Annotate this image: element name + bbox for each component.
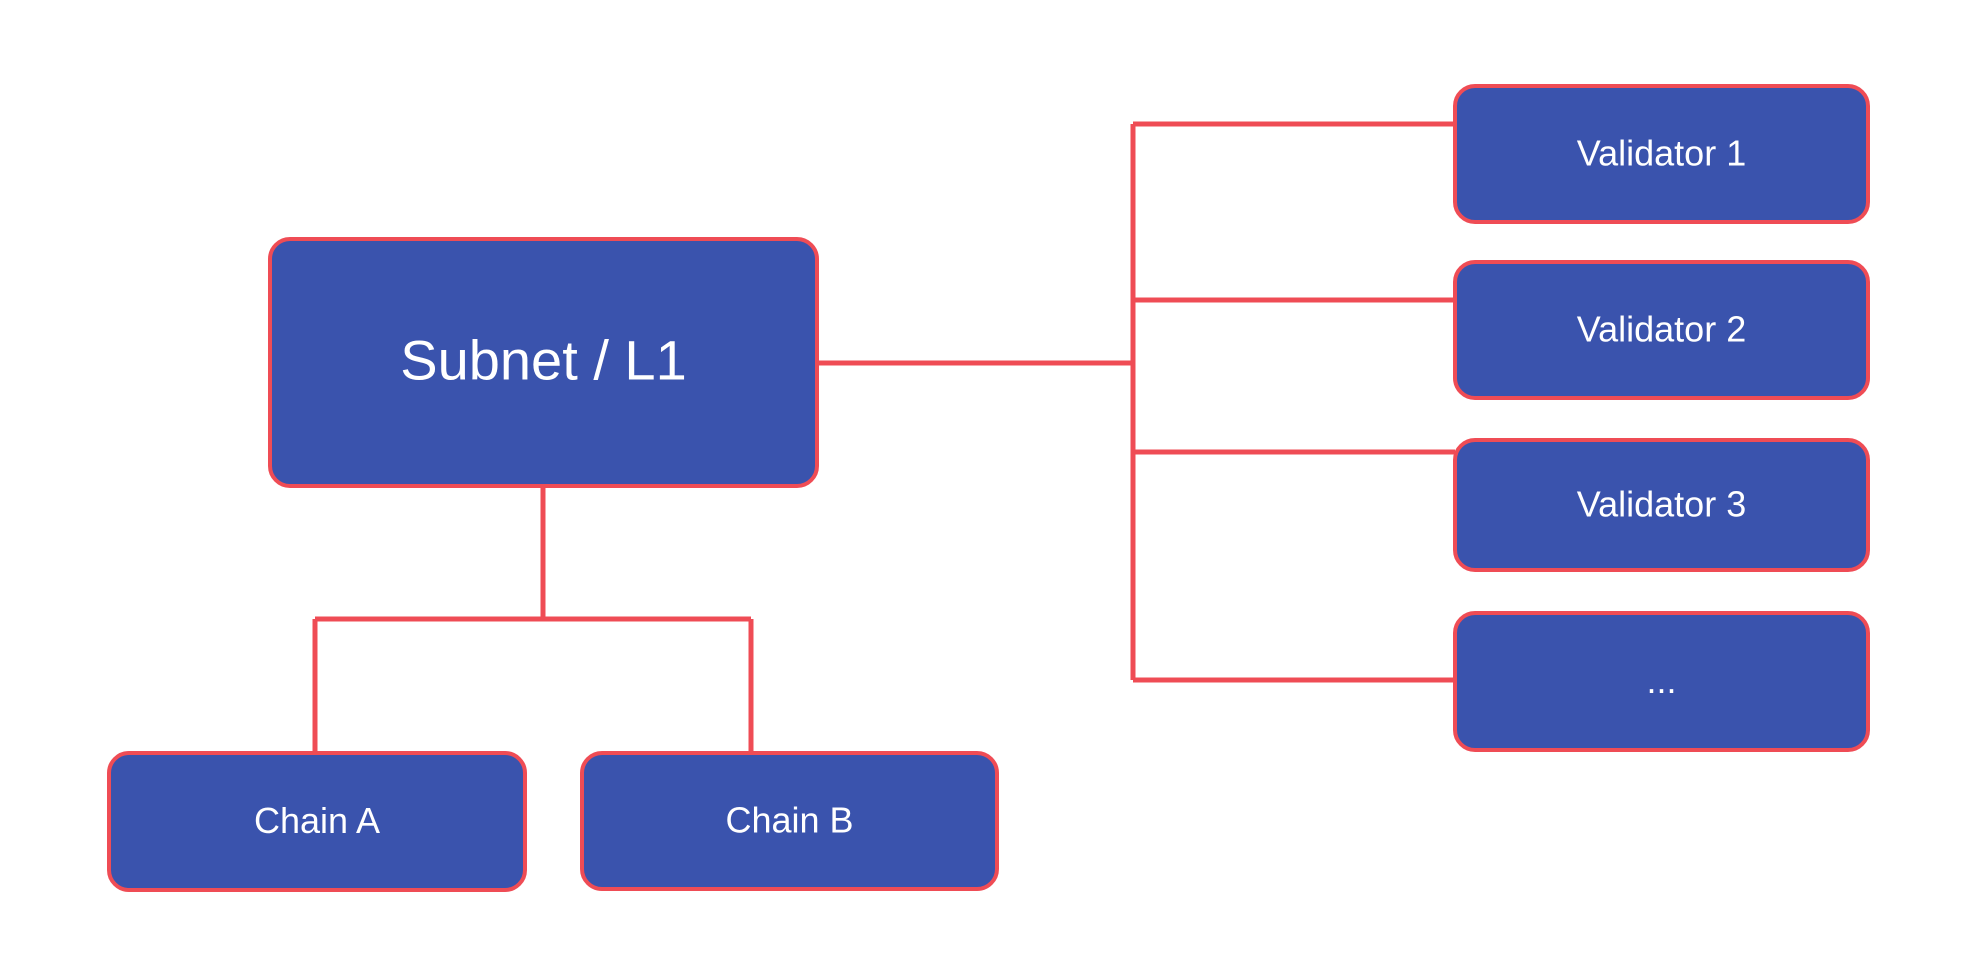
node-label-chain-a: Chain A [254, 800, 380, 841]
node-validator-1[interactable]: Validator 1 [1453, 84, 1870, 224]
node-chain-a[interactable]: Chain A [107, 751, 527, 892]
node-box-chain-b[interactable] [580, 751, 999, 891]
node-label-validator-2: Validator 2 [1577, 309, 1746, 350]
node-label-validator-more: ... [1646, 660, 1676, 701]
node-box-chain-a[interactable] [107, 751, 527, 892]
node-subnet[interactable]: Subnet / L1 [268, 237, 819, 488]
node-label-validator-1: Validator 1 [1577, 133, 1746, 174]
connector-layer [312, 121, 1455, 753]
node-chain-b[interactable]: Chain B [580, 751, 999, 891]
node-validator-2[interactable]: Validator 2 [1453, 260, 1870, 400]
node-label-validator-3: Validator 3 [1577, 484, 1746, 525]
node-label-subnet: Subnet / L1 [400, 328, 686, 391]
node-box-validator-2[interactable] [1453, 260, 1870, 400]
node-box-validator-1[interactable] [1453, 84, 1870, 224]
node-label-chain-b: Chain B [725, 800, 853, 841]
node-validator-more[interactable]: ... [1453, 611, 1870, 752]
node-box-validator-3[interactable] [1453, 438, 1870, 572]
node-box-subnet[interactable] [268, 237, 819, 488]
node-box-validator-more[interactable] [1453, 611, 1870, 752]
node-layer: Subnet / L1 Chain A Chain B Validator 1 Vali… [107, 84, 1870, 892]
node-validator-3[interactable]: Validator 3 [1453, 438, 1870, 572]
